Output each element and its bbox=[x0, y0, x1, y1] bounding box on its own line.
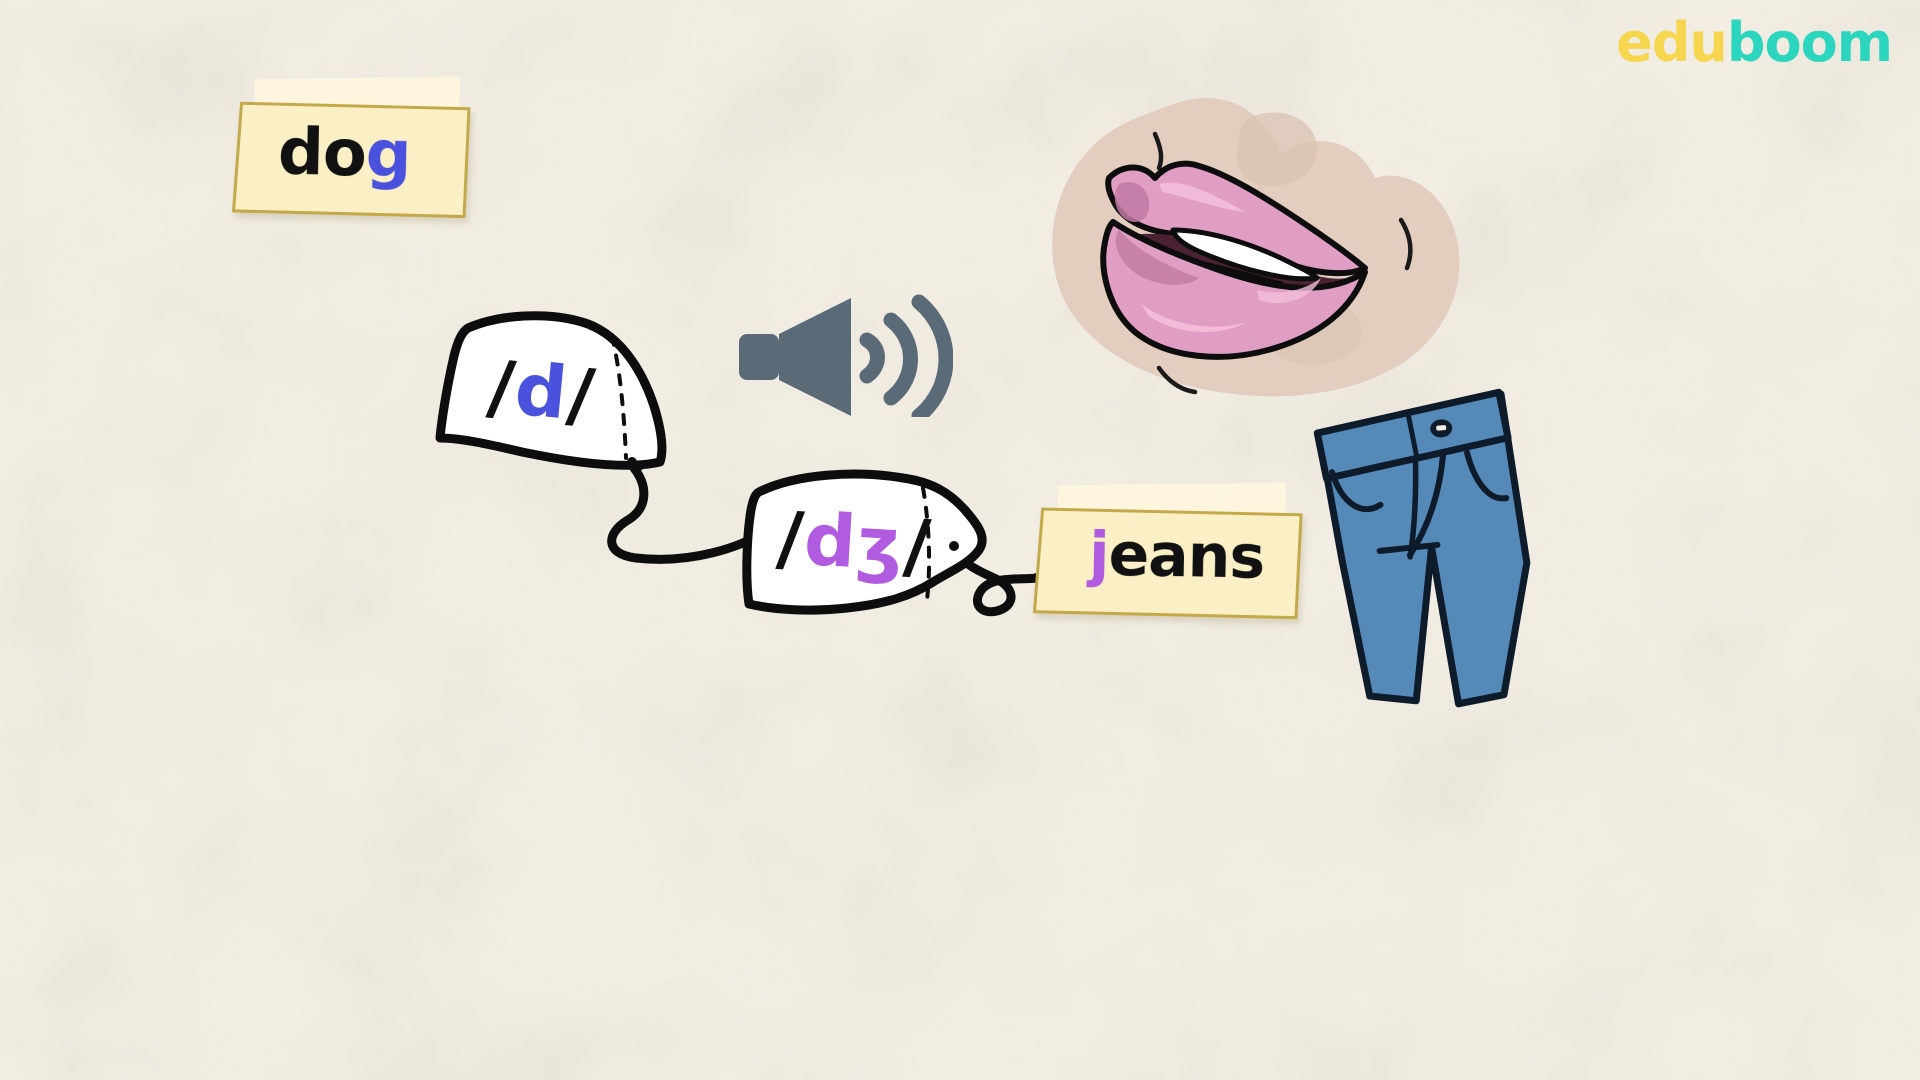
logo-text-boom: boom bbox=[1726, 11, 1893, 74]
upper-lip-gloss bbox=[1159, 182, 1245, 212]
upper-lip-shadow bbox=[1114, 182, 1150, 222]
connector-string-dzh-to-jeans bbox=[951, 545, 1045, 617]
phonetic-card-dzh-tear-line bbox=[921, 486, 932, 602]
chin-crease-line bbox=[1156, 365, 1198, 395]
speaker-wave-2 bbox=[883, 312, 918, 406]
jeans-crotch-tick bbox=[1376, 541, 1441, 554]
phonetic-card-dzh-label: /dʒ/ bbox=[775, 495, 934, 588]
jeans-waist-seam bbox=[1405, 414, 1420, 461]
mouth-illustration bbox=[1013, 72, 1473, 417]
logo-text-edu: edu bbox=[1616, 11, 1728, 74]
lower-lip-gloss-2 bbox=[1257, 278, 1321, 304]
jeans-button-highlight bbox=[1436, 425, 1447, 431]
phonetic-dzh-symbol: dʒ bbox=[801, 497, 907, 587]
phonetic-card-d-hole bbox=[627, 457, 637, 467]
speaker-cone bbox=[779, 298, 851, 416]
phonetic-d-symbol: d bbox=[511, 346, 572, 436]
jeans-pocket-left bbox=[1329, 469, 1384, 513]
word-jeans-segment-j: j bbox=[1088, 519, 1110, 590]
word-card-dog-label: dog bbox=[277, 116, 411, 193]
word-card-jeans[interactable]: jeans bbox=[1032, 482, 1307, 634]
cheek-crease-line bbox=[1398, 217, 1413, 271]
word-dog-segment-do: do bbox=[277, 115, 367, 192]
phonetic-card-dzh-shape bbox=[742, 469, 987, 615]
connector-string-d-to-dzh bbox=[607, 463, 775, 564]
jeans-pocket-right bbox=[1464, 449, 1510, 502]
brand-logo: eduboom bbox=[1616, 16, 1893, 70]
nose-crease-line bbox=[1152, 131, 1164, 171]
jeans-illustration bbox=[1297, 370, 1547, 715]
speaker-body bbox=[739, 334, 779, 380]
phonetic-dzh-slash-close: / bbox=[901, 503, 934, 589]
word-dog-segment-g: g bbox=[365, 117, 412, 193]
phonetic-card-d-tear-line bbox=[610, 334, 628, 460]
phonetic-card-d[interactable]: /d/ bbox=[430, 310, 690, 480]
phonetic-card-dzh-hole bbox=[949, 541, 959, 551]
word-card-jeans-label: jeans bbox=[1088, 519, 1264, 592]
lower-lip-gloss bbox=[1141, 304, 1247, 333]
speaker-icon[interactable] bbox=[733, 292, 954, 424]
upper-teeth bbox=[1170, 227, 1320, 282]
word-jeans-segment-eans: eans bbox=[1107, 519, 1265, 593]
mouth-highlight-blob bbox=[1236, 112, 1317, 187]
phonetic-card-d-label: /d/ bbox=[484, 344, 599, 438]
speaker-wave-3 bbox=[911, 294, 954, 424]
lower-lip-shadow bbox=[1115, 230, 1199, 285]
phonetic-card-d-shape bbox=[435, 311, 667, 470]
speaker-wave-1 bbox=[859, 332, 885, 384]
phonetic-card-dzh[interactable]: /dʒ/ bbox=[735, 468, 1015, 628]
word-card-dog[interactable]: dog bbox=[231, 76, 476, 228]
